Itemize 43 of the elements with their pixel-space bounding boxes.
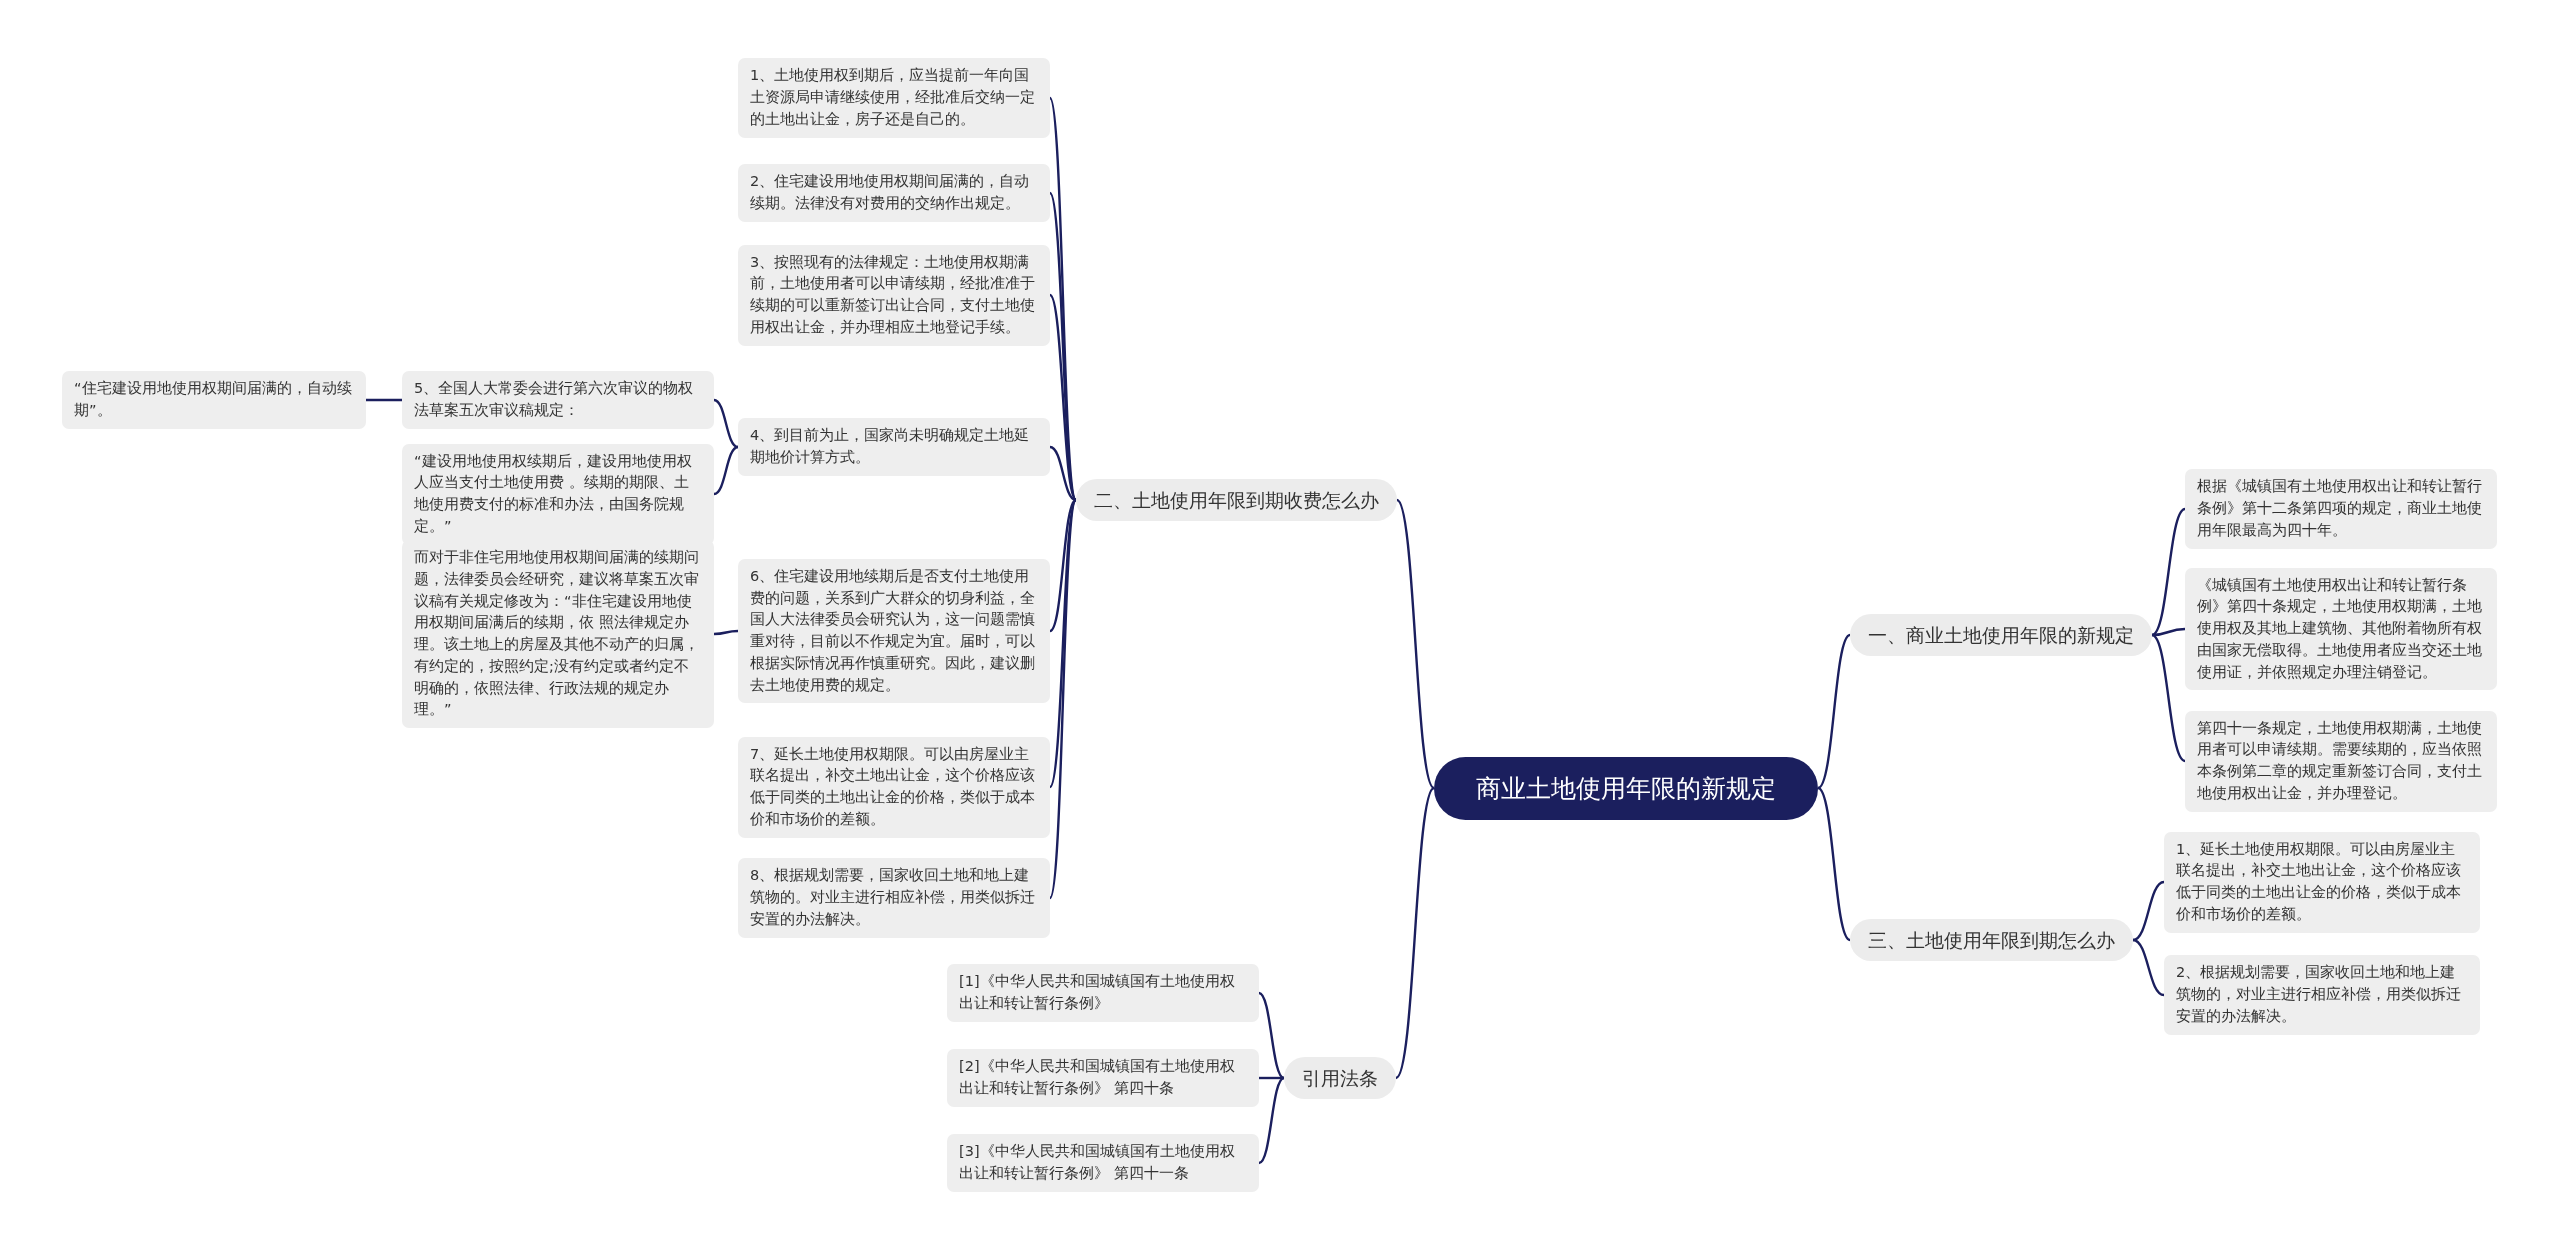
- subtopic-card: [3]《中华人民共和国城镇国有土地使用权出让和转让暂行条例》 第四十一条: [947, 1134, 1259, 1192]
- connector-line: [2151, 634, 2186, 762]
- subtopic-card: 1、土地使用权到期后，应当提前一年向国土资源局申请继续使用，经批准后交纳一定的土地出让金，房子还是自己的。: [738, 58, 1050, 138]
- subtopic-card: 《城镇国有土地使用权出让和转让暂行条例》第四十条规定，土地使用权期满，土地使用权及其地上建筑物、其他附着物所有权由国家无偿取得。土地使用者应当交还土地使用证，并依照规定办理注销登记。: [2185, 567, 2497, 691]
- connector-line: [366, 398, 402, 402]
- branch-topic: 二、土地使用年限到期收费怎么办: [1076, 478, 1397, 522]
- connector-line: [2151, 627, 2186, 637]
- subtopic-card: 1、延长土地使用权期限。可以由房屋业主联名提出，补交土地出让金，这个价格应该低于同类的土地出让金的价格，类似于成本价和市场价的差额。: [2164, 831, 2480, 933]
- connector-line: [1395, 787, 1435, 1079]
- branch-topic: 引用法条: [1284, 1056, 1396, 1100]
- connector-line: [2151, 508, 2186, 636]
- central-topic: 商业土地使用年限的新规定: [1434, 756, 1818, 820]
- connector-line: [713, 398, 739, 449]
- connector-line: [1396, 499, 1435, 789]
- subtopic-card: “住宅建设用地使用权期间届满的，自动续期”。: [62, 371, 366, 429]
- subtopic-card: 根据《城镇国有土地使用权出让和转让暂行条例》第十二条第四项的规定，商业土地使用年限最高为四十年。: [2185, 469, 2497, 549]
- subtopic-card: 7、延长土地使用权期限。可以由房屋业主联名提出，补交土地出让金，这个价格应该低于同类的土地出让金的价格，类似于成本价和市场价的差额。: [738, 736, 1050, 838]
- subtopic-card: 2、根据规划需要，国家收回土地和地上建筑物的，对业主进行相应补偿，用类似拆迁安置的办法解决。: [2164, 955, 2480, 1035]
- subtopic-card: [1]《中华人民共和国城镇国有土地使用权出让和转让暂行条例》: [947, 964, 1259, 1022]
- connector-line: [1817, 787, 1851, 941]
- subtopic-card: 3、按照现有的法律规定：土地使用权期满前，土地使用者可以申请续期，经批准准于续期的可以重新签订出让合同，支付土地使用权出让金，并办理相应土地登记手续。: [738, 244, 1050, 346]
- branch-topic: 一、商业土地使用年限的新规定: [1850, 613, 2152, 657]
- connector-line: [2132, 880, 2165, 942]
- subtopic-card: 6、住宅建设用地续期后是否支付土地使用费的问题，关系到广大群众的切身利益，全国人大法律委员会研究认为，这一问题需慎重对待，目前以不作规定为宜。届时，可以根据实际情况再作慎重研究。因此，建议删去土地使用费的规定。: [738, 558, 1050, 704]
- connector-line: [1049, 499, 1077, 632]
- connector-line: [1258, 1076, 1285, 1165]
- connector-line: [1817, 634, 1851, 789]
- connector-line: [1049, 294, 1077, 501]
- connector-line: [2132, 938, 2165, 997]
- connector-line: [713, 629, 739, 636]
- subtopic-card: 而对于非住宅用地使用权期间届满的续期问题，法律委员会经研究，建议将草案五次审议稿有关规定修改为：“非住宅建设用地使用权期间届满后的续期，依 照法律规定办理。该土地上的房屋及其他不动产的归属，有约定的，按照约定;没有约定或者约定不明确的，依照法律、行政法规的规定办理。”: [402, 540, 714, 728]
- subtopic-card: 4、到目前为止，国家尚未明确规定土地延期地价计算方式。: [738, 418, 1050, 476]
- connector-line: [1259, 1076, 1284, 1080]
- subtopic-card: 5、全国人大常委会进行第六次审议的物权法草案五次审议稿规定：: [402, 371, 714, 429]
- connector-line: [1049, 445, 1077, 502]
- subtopic-card: 2、住宅建设用地使用权期间届满的，自动续期。法律没有对费用的交纳作出规定。: [738, 164, 1050, 222]
- branch-topic: 三、土地使用年限到期怎么办: [1850, 918, 2133, 962]
- subtopic-card: 8、根据规划需要，国家收回土地和地上建筑物的。对业主进行相应补偿，用类似拆迁安置的办法解决。: [738, 858, 1050, 938]
- connector-line: [1048, 499, 1078, 899]
- connector-line: [1258, 991, 1285, 1080]
- subtopic-card: [2]《中华人民共和国城镇国有土地使用权出让和转让暂行条例》 第四十条: [947, 1049, 1259, 1107]
- subtopic-card: 第四十一条规定，土地使用权期满，土地使用者可以申请续期。需要续期的，应当依照本条例第二章的规定重新签订合同，支付土地使用权出让金，并办理登记。: [2185, 710, 2497, 812]
- connector-line: [713, 445, 739, 496]
